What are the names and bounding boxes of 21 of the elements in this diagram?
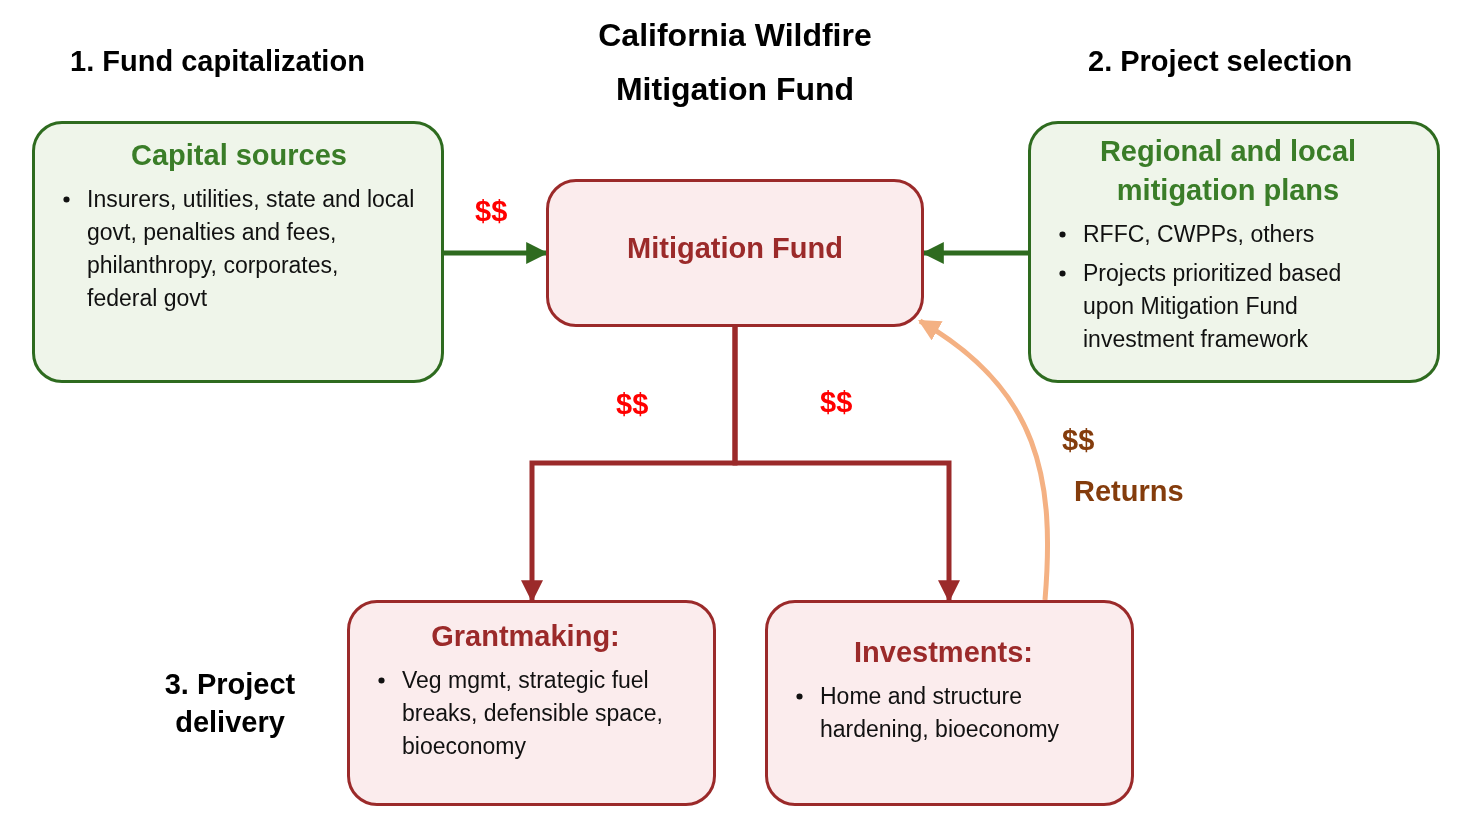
section-label: 1. Fund capitalization — [70, 45, 365, 78]
bullet-text: Insurers, utilities, state and local govt, penalties and fees, philanthropy, corporates, federal govt — [87, 185, 415, 314]
box-heading: Regional and local mitigation plans — [1098, 134, 1358, 209]
section-label: 2. Project selection — [1088, 45, 1353, 78]
process-box — [1028, 121, 1440, 383]
bullet-text: Home and structure hardening, bioeconomy — [820, 682, 1061, 745]
process-box — [765, 600, 1134, 806]
box-heading: Grantmaking: — [430, 619, 621, 654]
diagram-title: California Wildfire Mitigation Fund — [597, 16, 873, 109]
box-heading: Investments: — [853, 635, 1034, 670]
bullet-text: Veg mgmt, strategic fuel breaks, defensible space, bioeconomy — [402, 666, 664, 762]
bullet-text: Projects prioritized based upon Mitigation Fund investment framework — [1083, 259, 1343, 355]
section-label: 3. Project delivery — [163, 667, 297, 740]
arrow — [918, 318, 1050, 601]
bullet-text: RFFC, CWPPs, others — [1083, 220, 1316, 250]
process-box — [546, 179, 924, 327]
section-label: Returns — [1074, 475, 1184, 508]
box-heading: Capital sources — [130, 138, 348, 173]
box-heading: Mitigation Fund — [627, 231, 843, 267]
process-box — [347, 600, 716, 806]
process-box — [32, 121, 444, 383]
